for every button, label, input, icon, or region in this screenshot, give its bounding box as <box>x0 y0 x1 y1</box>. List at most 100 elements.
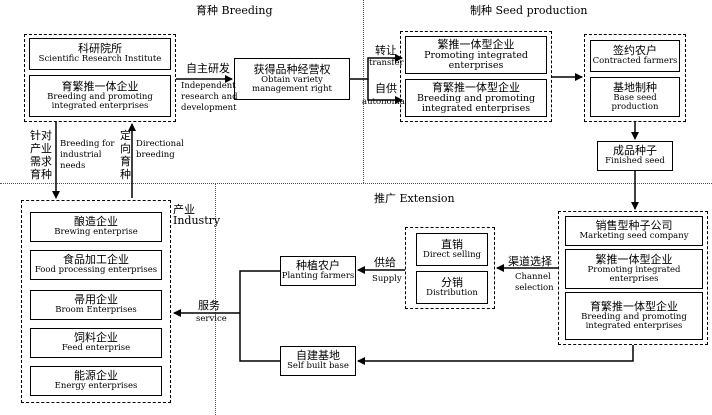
breeding-integrated-ext-en: Breeding and promoting integrated enterp… <box>581 311 687 332</box>
separator-horizontal <box>0 183 712 184</box>
label-directional-cn4: 种 <box>120 168 131 181</box>
label-channel-en1: Channel <box>515 272 551 282</box>
promoting-integrated-ext-box: 繁推一体型企业 Promoting integrated enterprises <box>565 249 703 289</box>
arrow-transfer <box>350 54 403 80</box>
section-extension: 推广 Extension <box>374 192 455 205</box>
finished-seed-box: 成品种子 Finished seed <box>597 141 673 171</box>
promoting-integrated-cn: 繁推一体型企业 <box>437 37 515 51</box>
breeding-promoting-full-en: Breeding and promoting integrated enterp… <box>416 92 536 115</box>
breeding-integrated-ext-box: 育繁推一体型企业 Breeding and promoting integrat… <box>565 292 703 340</box>
label-transfer-cn: 转让 <box>375 44 397 57</box>
base-seed-cn: 基地制种 <box>613 80 657 94</box>
label-industry-need-en1: Breeding for <box>60 139 115 149</box>
planting-farmers-en: Planting farmers <box>281 271 355 282</box>
variety-right-en: Obtain variety management right <box>252 74 332 95</box>
direct-selling-en: Direct selling <box>423 249 481 260</box>
label-directional-cn1: 定 <box>120 129 131 142</box>
industry-group <box>21 200 171 403</box>
production-base-group <box>584 34 686 122</box>
food-processing-box: 食品加工企业 Food processing enterprises <box>30 250 162 280</box>
variety-right-box: 获得品种经营权 Obtain variety management right <box>234 58 350 100</box>
label-independent-en1: Independent <box>181 81 236 91</box>
arrow-autonomous <box>367 79 403 104</box>
section-breeding: 育种 Breeding <box>196 4 273 17</box>
promoting-integrated-ext-en: Promoting integrated enterprises <box>587 264 681 285</box>
energy-en: Energy enterprises <box>54 381 138 392</box>
label-independent-en3: development <box>181 103 237 113</box>
contracted-farmers-en: Contracted farmers <box>592 56 678 67</box>
marketing-company-box: 销售型种子公司 Marketing seed company <box>565 216 703 246</box>
separator-industry-extension <box>215 183 216 415</box>
breeding-enterprise-top-en: Breeding and promoting integrated enterp… <box>47 91 153 112</box>
label-independent-en2: research and <box>181 92 238 102</box>
food-processing-en: Food processing enterprises <box>34 265 158 276</box>
arrow-self-built <box>357 345 634 365</box>
label-service-cn: 服务 <box>198 299 220 312</box>
separator-breeding-production <box>363 0 364 183</box>
label-independent-cn: 自主研发 <box>186 62 230 75</box>
brewing-en: Brewing enterprise <box>54 227 138 238</box>
finished-seed-cn: 成品种子 <box>613 144 657 158</box>
label-supply-en: Supply <box>372 274 402 284</box>
self-built-base-cn: 自建基地 <box>296 349 340 363</box>
section-industry-cn: 产业 <box>173 203 195 216</box>
label-autonomous-cn: 自供 <box>375 82 397 95</box>
section-industry-en: Industry <box>173 214 221 227</box>
broom-cn: 帚用企业 <box>74 293 118 307</box>
label-industry-need-cn4: 育种 <box>30 168 52 181</box>
research-institute-box: 科研院所 Scientific Research Institute <box>29 38 171 70</box>
distribution-en: Distribution <box>426 287 478 298</box>
contracted-farmers-box: 签约农户 Contracted farmers <box>590 40 680 72</box>
planting-farmers-box: 种植农户 Planting farmers <box>280 256 356 286</box>
energy-cn: 能源企业 <box>74 369 118 383</box>
broom-en: Broom Enterprises <box>55 305 137 316</box>
breeding-enterprise-top-box: 育繁推一体企业 Breeding and promoting integrate… <box>29 75 171 117</box>
distribution-cn: 分销 <box>441 275 463 289</box>
variety-right-cn: 获得品种经营权 <box>253 62 331 76</box>
direct-selling-box: 直销 Direct selling <box>416 233 488 266</box>
breeding-integrated-ext-cn: 育繁推一体型企业 <box>590 299 678 313</box>
label-industry-need-en2: industrial <box>60 150 102 160</box>
label-directional-cn2: 向 <box>120 142 131 155</box>
self-built-base-box: 自建基地 Self built base <box>280 346 356 376</box>
label-transfer-en: transfer <box>369 58 404 68</box>
feed-box: 饲料企业 Feed enterprise <box>30 328 162 358</box>
label-industry-need-cn2: 产业 <box>30 142 52 155</box>
section-seed-production: 制种 Seed production <box>470 4 588 17</box>
feed-cn: 饲料企业 <box>74 331 118 345</box>
channel-group <box>405 227 495 309</box>
planting-farmers-cn: 种植农户 <box>296 259 340 273</box>
label-directional-en1: Directional <box>136 139 184 149</box>
marketing-company-cn: 销售型种子公司 <box>595 219 673 233</box>
label-industry-need-en3: needs <box>60 161 86 171</box>
production-enterprise-group <box>400 31 552 122</box>
label-channel-cn: 渠道选择 <box>508 255 552 268</box>
label-directional-en2: breeding <box>136 150 175 160</box>
line-farmers-join <box>239 270 280 362</box>
broom-box: 帚用企业 Broom Enterprises <box>30 290 162 320</box>
research-institute-cn: 科研院所 <box>78 42 122 56</box>
label-service-en: service <box>196 314 227 324</box>
brewing-cn: 酿造企业 <box>74 215 118 229</box>
breeding-promoting-full-cn: 育繁推一体型企业 <box>432 80 520 94</box>
breeding-group <box>24 34 176 122</box>
contracted-farmers-cn: 签约农户 <box>613 44 657 58</box>
label-autonomous-en: autonoma <box>362 97 405 107</box>
promoting-integrated-en: Promoting integrated enterprises <box>424 49 528 72</box>
base-seed-en: Base seed production <box>611 92 659 113</box>
label-supply-cn: 供给 <box>374 256 396 269</box>
breeding-promoting-full-box: 育繁推一体型企业 Breeding and promoting integrat… <box>405 79 547 117</box>
base-seed-box: 基地制种 Base seed production <box>590 77 680 117</box>
label-industry-need-cn3: 需求 <box>30 155 52 168</box>
promoting-integrated-ext-cn: 繁推一体型企业 <box>595 252 673 266</box>
food-processing-cn: 食品加工企业 <box>63 253 129 267</box>
finished-seed-en: Finished seed <box>605 156 665 167</box>
energy-box: 能源企业 Energy enterprises <box>30 366 162 396</box>
brewing-box: 酿造企业 Brewing enterprise <box>30 212 162 242</box>
distribution-box: 分销 Distribution <box>416 271 488 304</box>
feed-en: Feed enterprise <box>61 343 131 354</box>
breeding-enterprise-top-cn: 育繁推一体企业 <box>61 79 139 93</box>
promoting-integrated-box: 繁推一体型企业 Promoting integrated enterprises <box>405 36 547 74</box>
research-institute-en: Scientific Research Institute <box>38 54 162 65</box>
